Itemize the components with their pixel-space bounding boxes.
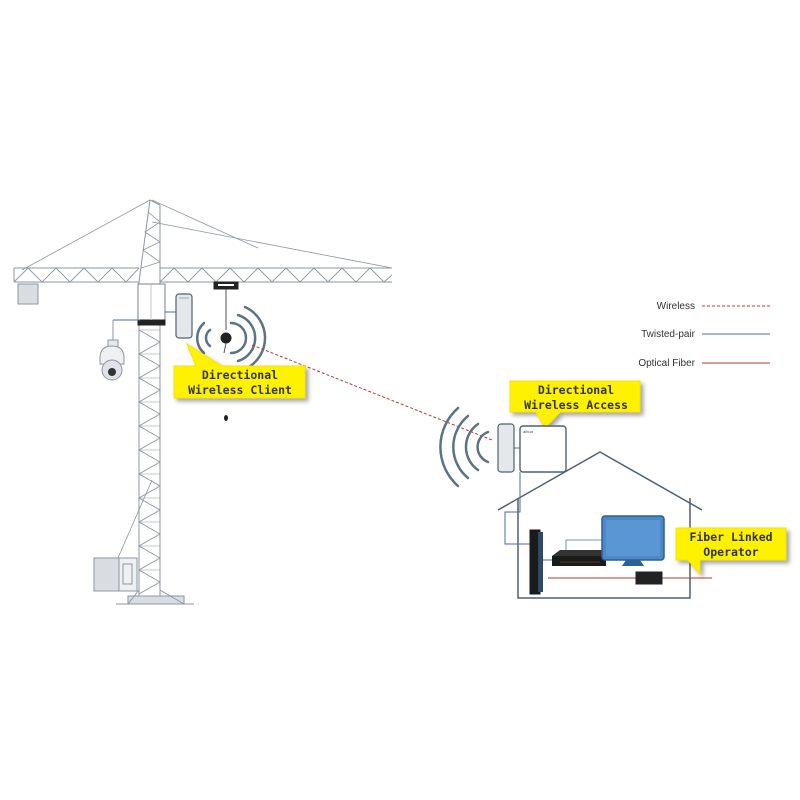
wireless-link [251,344,493,441]
legend-label-wireless: Wireless [657,301,695,312]
callout-operator-line1: Fiber Linked [689,530,772,544]
callout-wireless-client [173,342,306,399]
crane-counterweight [17,283,39,305]
crane-peak [138,199,161,283]
device-brand-label: alhua [523,429,534,434]
network-video-recorder [552,539,610,566]
crane-trolley [213,281,239,421]
callout-operator-line2: Operator [703,545,758,559]
legend-label-twisted-pair: Twisted-pair [641,329,696,340]
client-signal-icon [195,305,267,371]
ptz-camera [99,319,140,381]
fiber-converter [635,571,663,585]
monitor-icon [601,515,665,566]
crane-base [116,589,194,605]
ground-cabinet [93,479,153,592]
crane-jib [159,267,393,283]
callout-access-line1: Directional [538,383,614,397]
access-signal-icon [439,406,490,488]
callout-access-line2: Wireless Access [524,398,628,412]
callout-fiber-operator [675,527,787,576]
wireless-client-radio [175,293,193,339]
legend: Wireless Twisted-pair Optical Fiber [638,301,770,369]
legend-label-optical-fiber: Optical Fiber [638,358,695,369]
crane-tie-cables [21,199,393,271]
crane-cabin [137,283,166,326]
crane-counter-jib [13,267,140,283]
poe-injector: alhua [519,425,567,473]
wireless-access-radio [497,423,515,473]
callout-client-line1: Directional [202,368,278,382]
twisted-pair-link-house [504,472,530,545]
tower-crane [13,199,393,605]
callout-client-line2: Wireless Client [188,383,292,397]
callout-wireless-access [509,380,641,429]
crane-mast [138,282,161,596]
server-rack [529,529,543,595]
house [497,451,703,599]
